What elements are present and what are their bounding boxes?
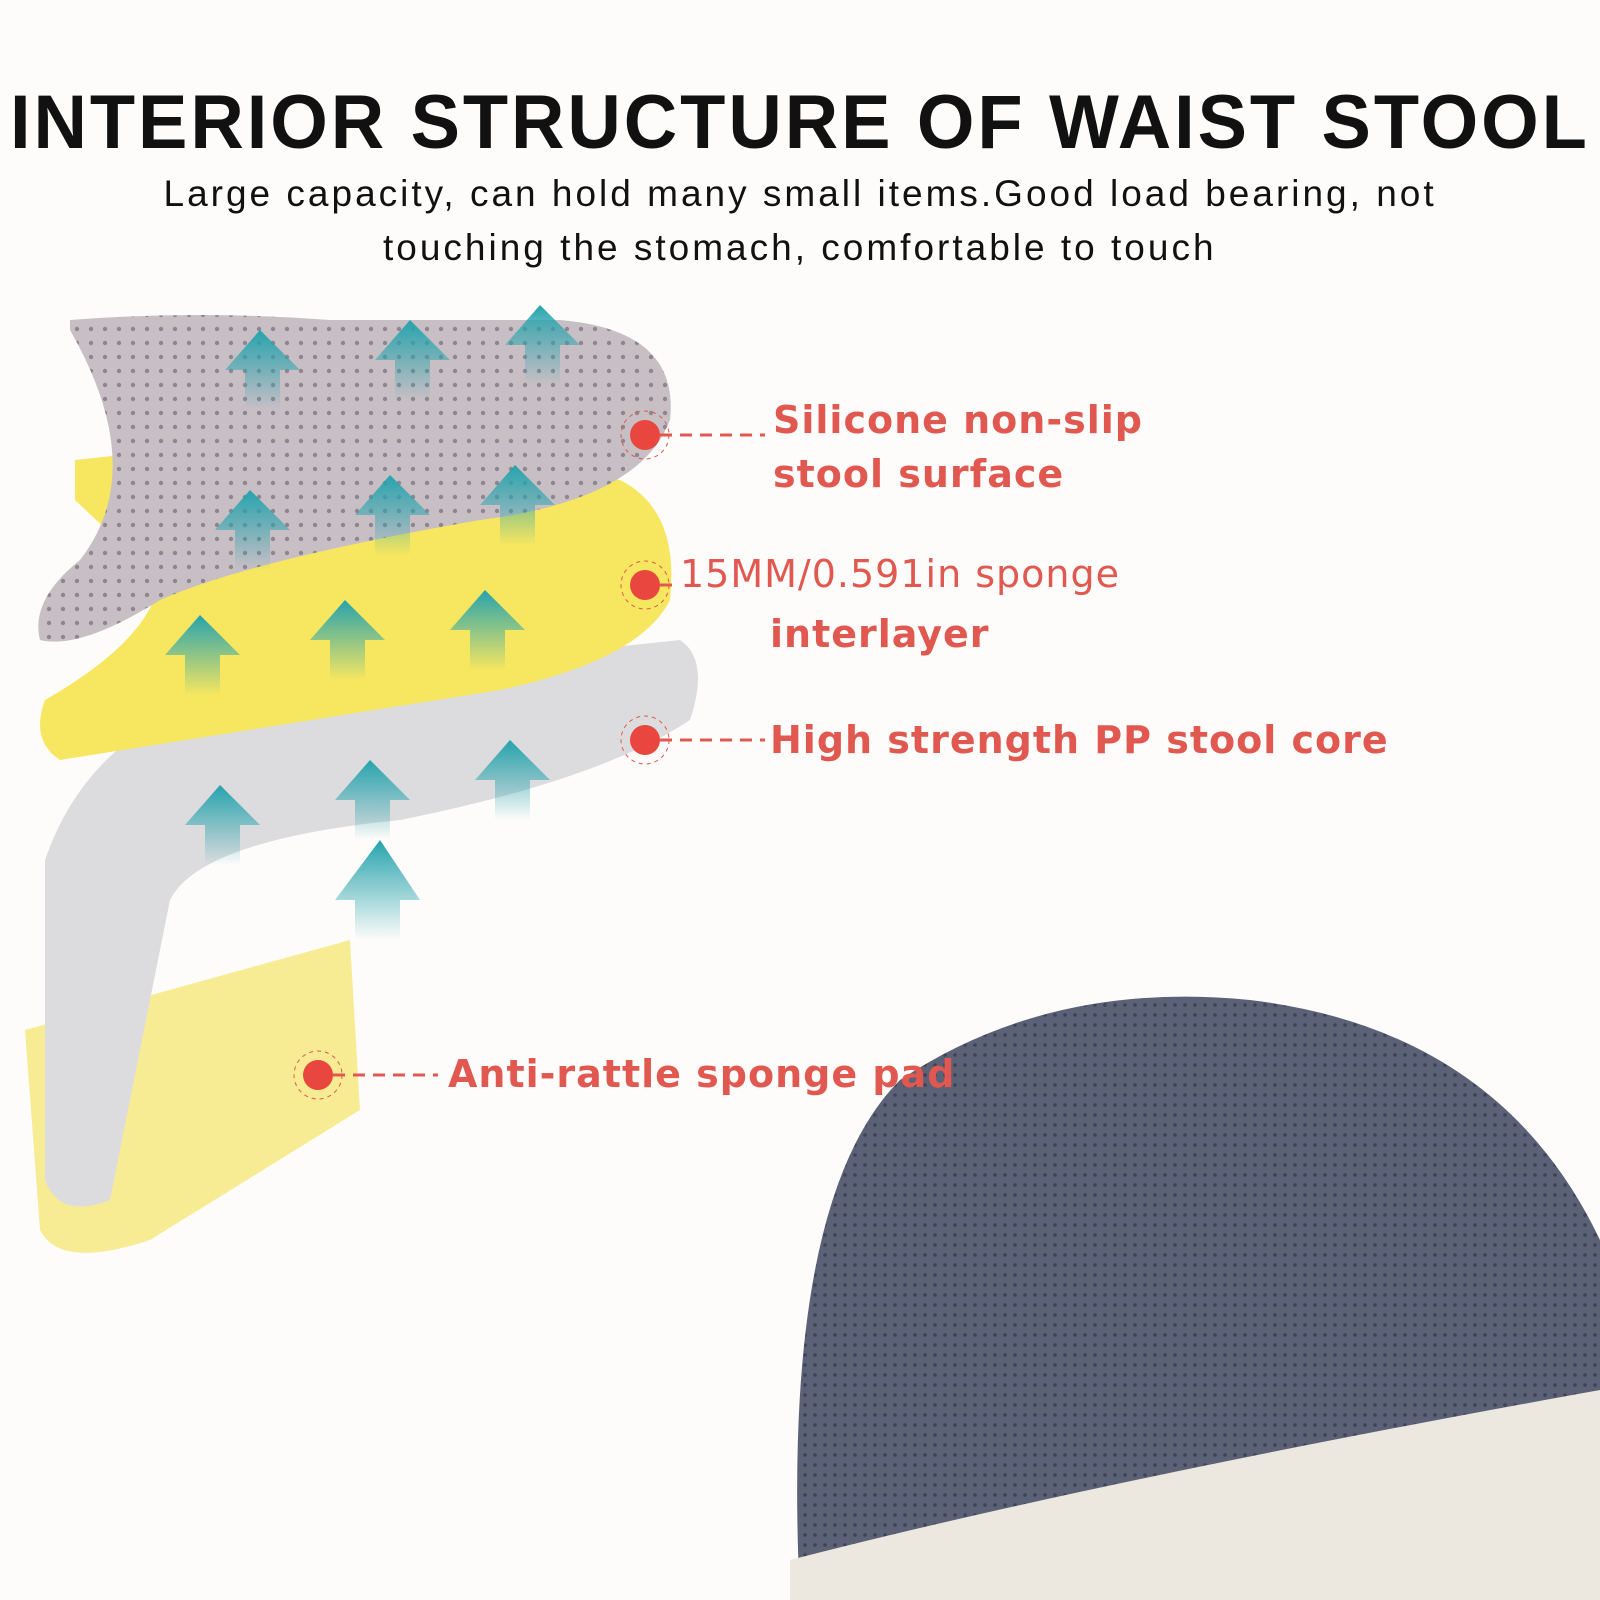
callout-silicone-line-2: stool surface (773, 452, 1065, 496)
callout-pp-core: High strength PP stool core (770, 718, 1389, 762)
page-title: INTERIOR STRUCTURE OF WAIST STOOL (10, 80, 1590, 165)
callout-anti-rattle: Anti-rattle sponge pad (448, 1052, 956, 1096)
silicone-surface-shape (38, 315, 671, 642)
callout-sponge-line-2: interlayer (770, 612, 990, 656)
subtitle-line-1: Large capacity, can hold many small item… (163, 173, 1437, 214)
callout-markers (293, 410, 765, 1100)
callout-sponge-line-1: 15MM/0.591in sponge (680, 552, 1120, 596)
pp-core-shape (45, 640, 698, 1207)
subtitle-line-2: touching the stomach, comfortable to tou… (383, 227, 1217, 268)
arrow-icons (165, 305, 580, 940)
callout-silicone-line-1: Silicone non-slip (773, 398, 1143, 442)
